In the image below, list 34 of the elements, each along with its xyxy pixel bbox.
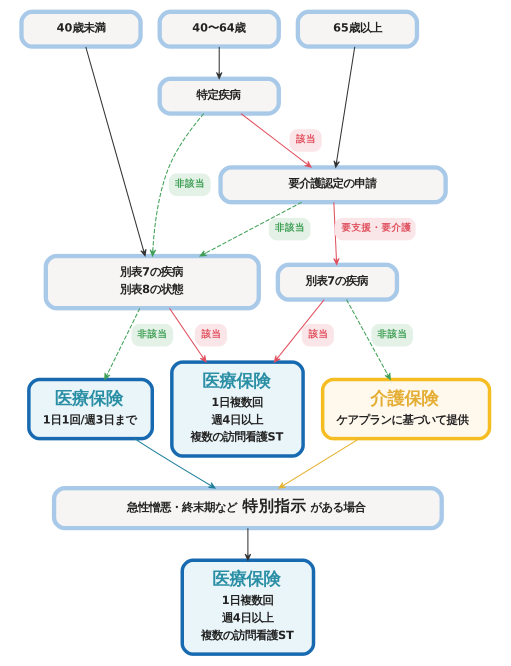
edge-label: 該当 — [201, 328, 222, 340]
node-box: 別表7の疾病 — [276, 262, 400, 302]
edge-label: 該当 — [296, 134, 316, 146]
node-box: 要介護認定の申請 — [218, 165, 448, 204]
node-box: 65歳以上 — [296, 10, 420, 49]
arrow — [104, 308, 140, 380]
node-box: 介護保険 ケアプランに基づいて提供 — [320, 378, 492, 440]
arrow — [333, 202, 340, 266]
edge-label: 要支援・要介護 — [341, 222, 412, 234]
edge-label: 該当 — [308, 328, 328, 340]
arrow — [274, 299, 325, 363]
arrow — [150, 113, 204, 256]
arrow — [200, 202, 302, 257]
arrow — [333, 46, 356, 168]
node-box: 医療保険 1日複数回 週4日以上 複数の訪問看護ST — [170, 360, 305, 458]
node-box: 40歳未満 — [19, 10, 143, 49]
edge-label: 非該当 — [138, 328, 168, 340]
node-box: 特定疾病 — [158, 76, 281, 116]
arrow — [278, 438, 360, 489]
arrow — [169, 308, 206, 362]
edge-label: 非該当 — [174, 178, 205, 190]
node-box: 別表7の疾病 別表8の状態 — [44, 254, 261, 310]
arrow — [216, 46, 222, 80]
arrow — [240, 113, 312, 168]
edge-label: 非該当 — [377, 328, 408, 340]
edge-label: 非該当 — [274, 222, 305, 234]
arrow — [244, 528, 252, 561]
arrow — [134, 438, 216, 489]
arrow — [346, 299, 391, 380]
node-box: 急性憎悪・終末期など 特別指示 がある場合 — [52, 486, 444, 530]
arrow — [85, 46, 147, 256]
node-box: 40〜64歳 — [158, 10, 281, 49]
node-box: 医療保険 1日1回/週3日まで — [27, 378, 154, 440]
node-box: 医療保険 1日複数回 週4日以上 複数の訪問看護ST — [180, 558, 316, 656]
